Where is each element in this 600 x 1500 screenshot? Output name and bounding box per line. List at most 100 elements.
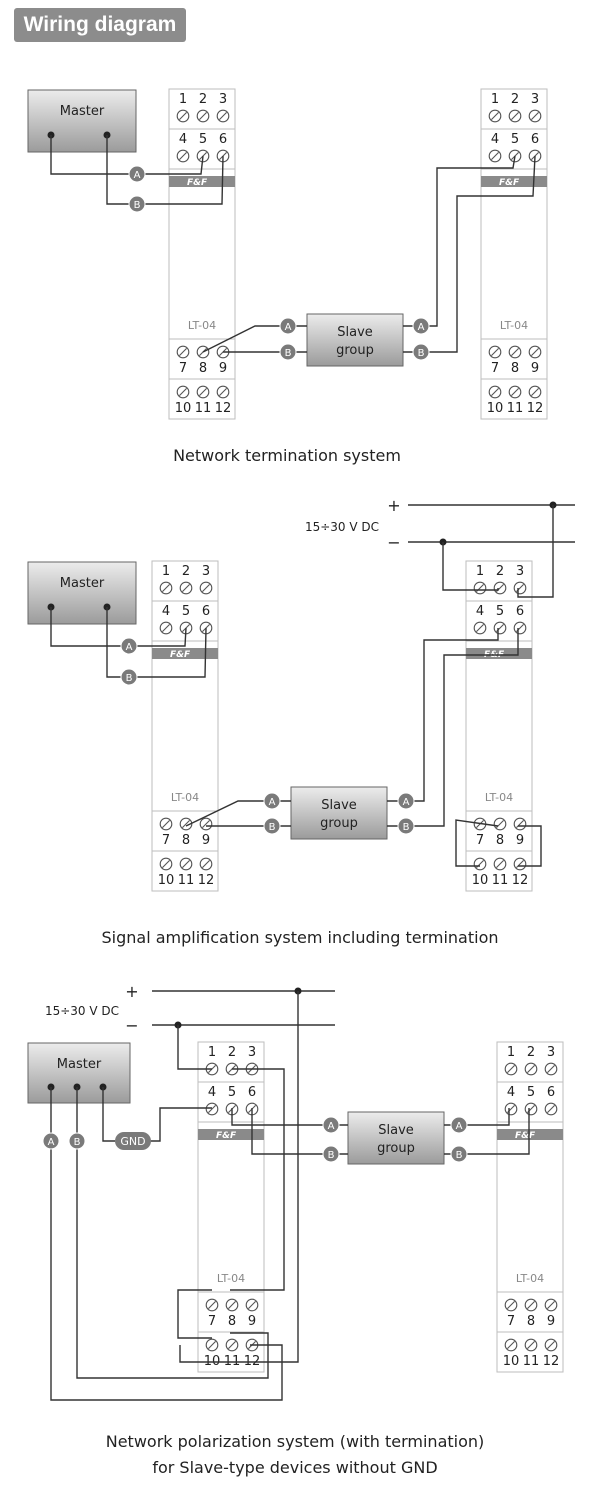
screw-terminal-icon [179,581,193,595]
brand-logo: F&F [515,1131,536,1141]
screw-terminal-icon [508,109,522,123]
terminal-label: 5 [199,132,207,147]
screw-terminal-icon [225,1338,239,1352]
wire-d3-master-gnd [102,1087,115,1142]
wire-d2-plus [517,505,554,598]
screw-terminal-icon [513,621,527,635]
terminal-label: 2 [228,1045,236,1060]
screw-terminal-icon [488,345,502,359]
screw-terminal-icon [199,857,213,871]
line-b-badge: B [322,1145,340,1163]
line-b-badge-label: B [456,1150,463,1161]
brand-logo: F&F [216,1131,237,1141]
line-a-badge-label: A [285,322,292,333]
master-device-d2: Master [27,561,137,625]
terminal-label: 12 [543,1354,560,1369]
screw-terminal-icon [513,857,527,871]
line-a-badge: A [322,1116,340,1134]
terminal-label: 4 [507,1085,515,1100]
terminal-label: 12 [527,401,544,416]
screw-terminal-icon [508,345,522,359]
line-b-badge-label: B [285,348,292,359]
terminal-label: 10 [487,401,504,416]
screw-slot [507,1301,515,1309]
screw-slot [527,1065,535,1073]
terminal-label: 3 [531,92,539,107]
screw-terminal-icon [179,817,193,831]
terminal-label: 3 [547,1045,555,1060]
line-b-badge-circle [68,1132,86,1150]
line-a-badge-circle [263,792,281,810]
terminal-label: 6 [219,132,227,147]
screw-terminal-icon [176,109,190,123]
model-label: LT-04 [188,319,216,332]
screw-terminal-icon [493,857,507,871]
terminal-label: 7 [208,1314,216,1329]
line-b-badge-circle [322,1145,340,1163]
line-b-badge: B [397,817,415,835]
line-a-badge: A [279,317,297,335]
model-label: LT-04 [171,791,199,804]
terminal-label: 1 [491,92,499,107]
terminal-label: 9 [248,1314,256,1329]
module-outline [480,88,548,420]
wire-d3-term-7-10 [177,1289,212,1339]
line-a-badge-circle [450,1116,468,1134]
brand-logo: F&F [499,178,520,188]
line-a-badge: A [397,792,415,810]
wire-d3-slave-b-left [251,1108,348,1155]
screw-terminal-icon [176,345,190,359]
terminal-label: 2 [199,92,207,107]
wire-d2-term-bridge-1 [455,819,499,867]
screw-terminal-icon [508,385,522,399]
screw-slot [527,1341,535,1349]
master-box [27,561,137,625]
screw-slot [228,1341,236,1349]
slave-label-line1: Slave [337,325,373,340]
wire-d3-master-a [50,1087,283,1401]
screw-terminal-icon [528,385,542,399]
screw-slot [182,584,190,592]
terminal-label: 5 [182,604,190,619]
terminal-label: 3 [248,1045,256,1060]
line-a-badge: A [263,792,281,810]
line-a-badge-circle [322,1116,340,1134]
line-a-badge: A [120,637,138,655]
screw-slot [208,1341,216,1349]
terminal-label: 1 [476,564,484,579]
screw-terminal-icon [473,857,487,871]
screw-slot [182,860,190,868]
screw-terminal-icon [473,621,487,635]
screw-terminal-icon [216,385,230,399]
terminal-label: 11 [178,873,195,888]
terminal-label: 7 [476,833,484,848]
terminal-label: 9 [516,833,524,848]
screw-slot [547,1105,555,1113]
screw-terminal-icon [544,1298,558,1312]
terminal-label: 8 [511,361,519,376]
screw-slot [208,1105,216,1113]
screw-terminal-icon [544,1102,558,1116]
wire-d1-master-b [106,135,224,205]
wire-d2-master-a [50,607,187,647]
line-a-badge-label: A [134,170,141,181]
terminal-label: 10 [158,873,175,888]
terminal-label: 7 [507,1314,515,1329]
gnd-badge: GND [115,1132,151,1150]
minus-sign-d3: − [125,1016,138,1035]
model-label: LT-04 [485,791,513,804]
line-b-badge-circle [120,668,138,686]
screw-terminal-icon [159,581,173,595]
module-outline [496,1041,564,1373]
terminal-label: 6 [547,1085,555,1100]
terminal-label: 5 [496,604,504,619]
master-label: Master [60,576,105,591]
terminal-label: 8 [182,833,190,848]
line-a-badge-circle [279,317,297,335]
screw-terminal-icon [205,1102,219,1116]
screw-slot [476,624,484,632]
screw-slot [202,584,210,592]
gnd-badge-shape [115,1132,151,1150]
screw-terminal-icon [544,1062,558,1076]
